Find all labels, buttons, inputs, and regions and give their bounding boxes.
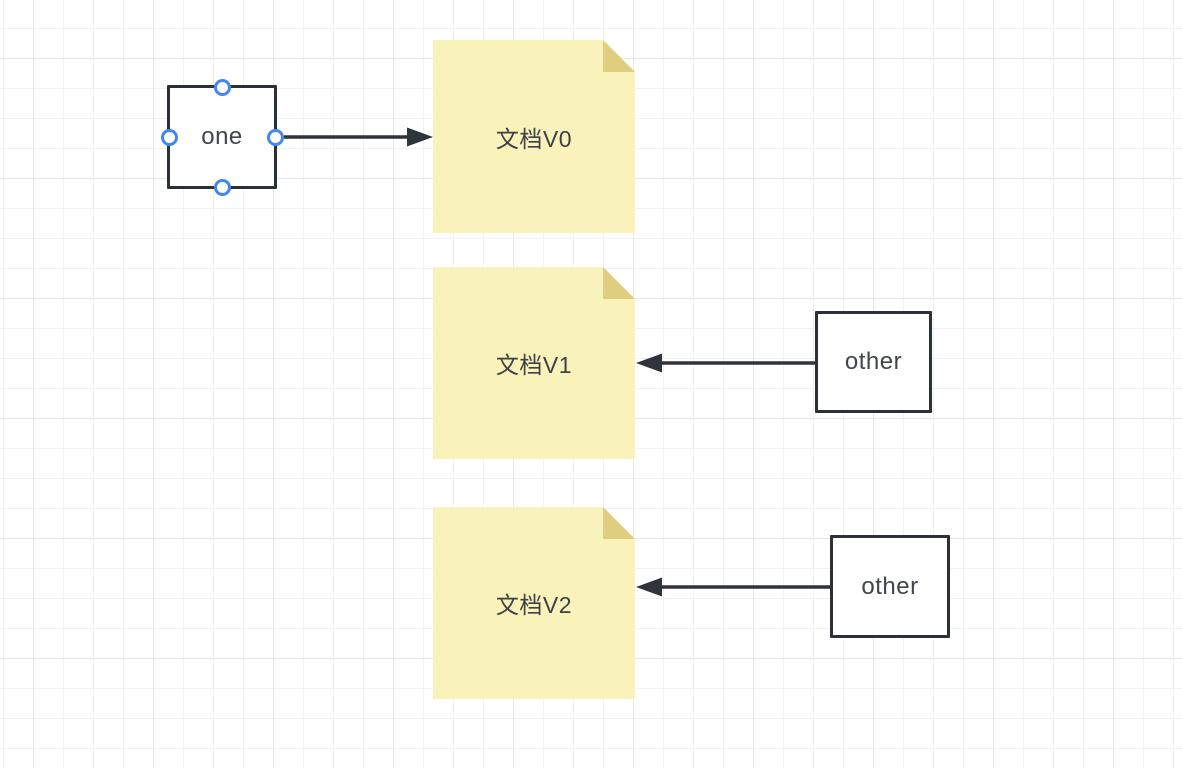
arrow-other2-to-doc-v2[interactable] xyxy=(636,577,833,597)
shape-other-1[interactable]: other xyxy=(815,311,932,413)
note-paper xyxy=(433,267,635,459)
shape-other-2[interactable]: other xyxy=(830,535,950,638)
note-doc-v0[interactable]: 文档V0 xyxy=(433,40,635,233)
note-paper xyxy=(433,40,635,233)
note-doc-v2[interactable]: 文档V2 xyxy=(433,507,635,699)
connection-handle-left[interactable] xyxy=(160,128,178,146)
shape-other-1-label: other xyxy=(844,348,903,375)
shape-other-2-label: other xyxy=(861,572,919,600)
note-paper xyxy=(433,507,635,699)
connection-handle-bottom[interactable] xyxy=(213,178,231,196)
connection-handle-right[interactable] xyxy=(266,128,284,146)
note-doc-v1-label: 文档V1 xyxy=(495,352,573,378)
folded-corner xyxy=(603,40,635,72)
arrow-one-to-doc-v0[interactable] xyxy=(284,127,433,147)
arrow-other1-to-doc-v1[interactable] xyxy=(636,353,818,373)
note-doc-v1[interactable]: 文档V1 xyxy=(433,267,635,459)
folded-corner xyxy=(603,507,635,539)
folded-corner xyxy=(603,267,635,299)
shape-one-label: one xyxy=(201,123,243,150)
note-doc-v0-label: 文档V0 xyxy=(495,125,573,152)
note-doc-v2-label: 文档V2 xyxy=(495,592,573,618)
shape-one[interactable]: one xyxy=(167,85,277,189)
connection-handle-top[interactable] xyxy=(213,78,231,96)
